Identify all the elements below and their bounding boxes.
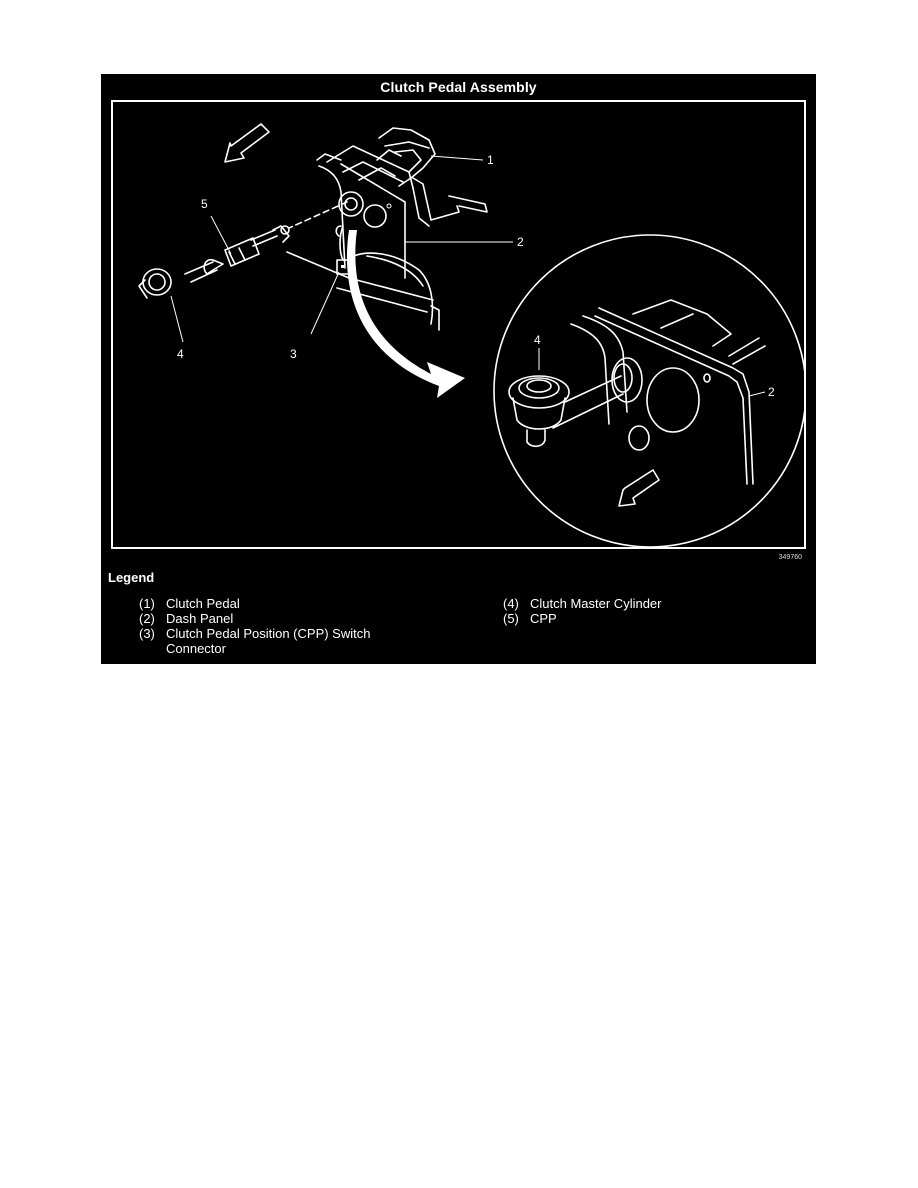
diagram-frame: 1 2 5 4 3 4 2 [111,100,806,549]
callout-3: 3 [290,347,297,361]
figure-panel: Clutch Pedal Assembly [101,74,816,664]
callout-2-detail: 2 [768,385,775,399]
direction-arrow-icon [224,123,270,163]
master-cylinder-drawing [138,201,350,299]
leader-lines [170,155,766,397]
legend-item: (2) Dash Panel [139,611,386,626]
legend-number: (5) [503,611,519,626]
legend-number: (2) [139,611,155,626]
callout-4: 4 [177,347,184,361]
legend-item: (5) CPP [503,611,750,626]
detail-view-arrow-icon [346,230,465,398]
legend-text: CPP [530,611,557,626]
legend-item: (4) Clutch Master Cylinder [503,596,750,611]
legend-item: (1) Clutch Pedal [139,596,386,611]
figure-number: 349760 [778,554,802,561]
callout-2: 2 [517,235,524,249]
legend-text: Clutch Pedal Position (CPP) Switch Conne… [166,626,371,656]
legend-number: (3) [139,626,155,641]
figure-title: Clutch Pedal Assembly [380,79,537,95]
detail-view-circle [493,234,804,547]
legend-number: (4) [503,596,519,611]
clutch-pedal-drawing [376,127,488,227]
legend-heading: Legend [108,570,155,585]
legend-column-right: (4) Clutch Master Cylinder (5) CPP [503,596,750,626]
legend-number: (1) [139,596,155,611]
legend-text: Clutch Master Cylinder [530,596,662,611]
callout-4-detail: 4 [534,333,541,347]
callout-5: 5 [201,197,208,211]
callout-1: 1 [487,153,494,167]
dash-panel-drawing [316,145,414,279]
legend-text: Clutch Pedal [166,596,240,611]
legend-item: (3) Clutch Pedal Position (CPP) Switch C… [139,626,386,656]
legend-column-left: (1) Clutch Pedal (2) Dash Panel (3) Clut… [139,596,386,656]
clutch-pedal-diagram: 1 2 5 4 3 4 2 [138,123,804,547]
legend-text: Dash Panel [166,611,234,626]
